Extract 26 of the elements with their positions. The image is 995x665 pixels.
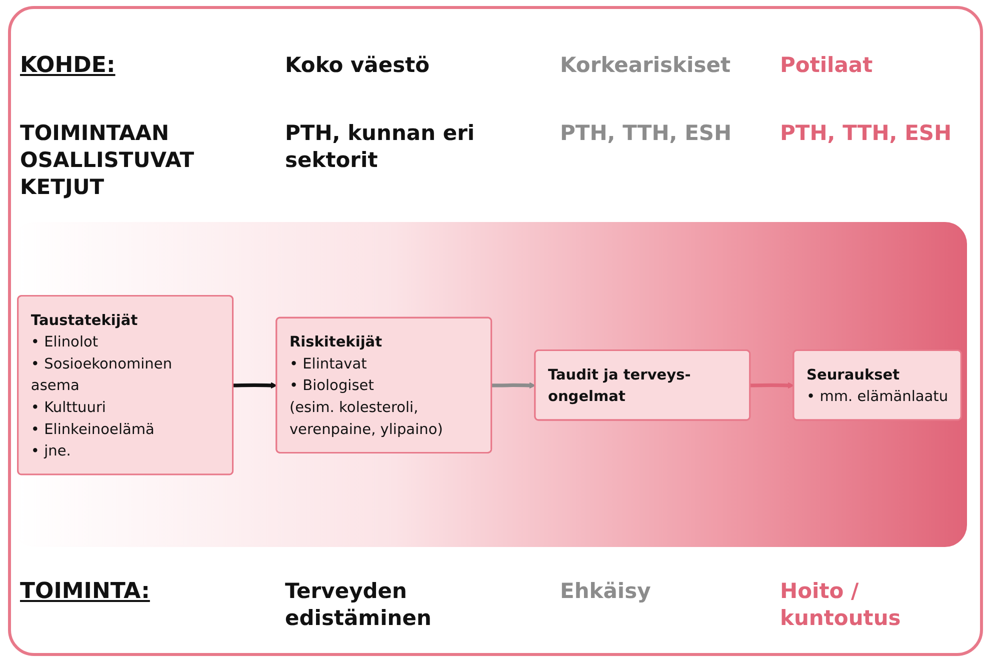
cell-text: Potilaat [780, 52, 874, 79]
process-box: Riskitekijät • Elintavat • Biologiset (esim. kolesteroli, verenpaine, ylipaino) [276, 317, 492, 454]
node-label: Taustatekijät [30, 311, 138, 329]
cell-text: Ehkäisy [560, 578, 652, 605]
node-label: • Kulttuuri [30, 398, 106, 416]
node-label: • Biologiset [289, 376, 374, 394]
node-label: • Elintavat [289, 354, 367, 372]
node-label: • Elinolot [30, 333, 98, 351]
process-box: Seuraukset • mm. elämänlaatu [792, 350, 962, 422]
process-box: Taudit ja terveys- ongelmat [534, 350, 751, 422]
node-label: • jne. [30, 442, 71, 460]
row-heading: TOIMINTA: [20, 578, 151, 606]
cell-text: Korkeariskiset [560, 52, 732, 79]
cell-text: Hoito / kuntoutus [780, 578, 902, 632]
node-label: • Elinkeinoelämä [30, 420, 154, 438]
cell-text: PTH, TTH, ESH [560, 120, 733, 147]
process-box: Taustatekijät • Elinolot • Sosioekonominen asema • Kulttuuri • Elinkeinoelämä • jne. [17, 295, 234, 476]
node-label: (esim. kolesteroli, verenpaine, ylipaino) [289, 398, 443, 438]
row-heading: KOHDE: [20, 52, 116, 79]
cell-text: Terveyden edistäminen [285, 578, 432, 632]
cell-text: PTH, TTH, ESH [780, 120, 953, 147]
row-heading: TOIMINTAAN OSALLISTUVAT KETJUT [20, 120, 196, 201]
node-label: Riskitekijät [289, 333, 382, 351]
node-label: • Sosioekonominen asema [30, 354, 172, 394]
cell-text: Koko väestö [285, 52, 431, 79]
cell-text: PTH, kunnan eri sektorit [285, 120, 476, 174]
